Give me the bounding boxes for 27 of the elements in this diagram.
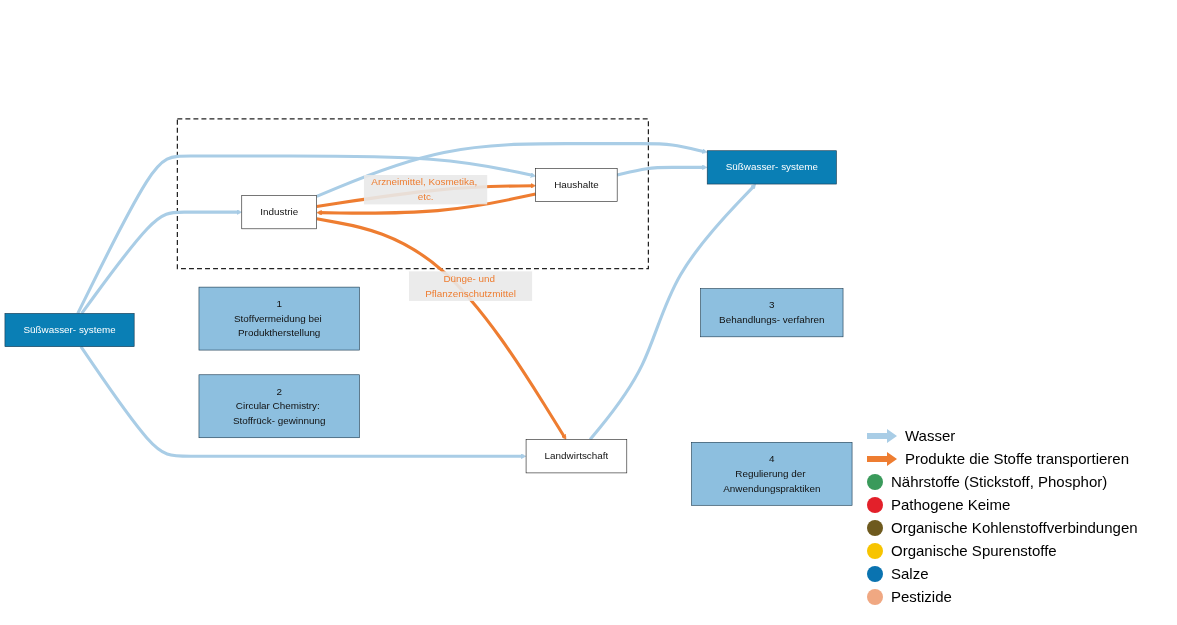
legend-label: Organische Kohlenstoffverbindungen <box>891 519 1138 536</box>
cluster <box>176 118 649 270</box>
legend-label: Organische Spurenstoffe <box>891 542 1057 559</box>
arrow <box>79 346 527 460</box>
node-box: 4 Regulierung der Anwendungspraktiken <box>691 442 853 506</box>
node-box: Süßwasser- systeme <box>706 150 837 185</box>
edge-label: Dünge- und Pflanzenschutzmittel <box>425 273 516 299</box>
legend-label: Pestizide <box>891 588 952 605</box>
node-box: Industrie <box>241 195 317 230</box>
node-box: 2 Circular Chemistry: Stoffrück- gewinnung <box>198 374 360 439</box>
arrow <box>316 192 536 216</box>
arrow <box>316 142 708 199</box>
arrow <box>588 184 757 441</box>
arrow <box>80 209 242 315</box>
node-box: Landwirtschaft <box>525 439 628 474</box>
edge-label: Arzneimittel, Kosmetika, etc. <box>371 177 478 203</box>
legend-label: Wasser <box>905 427 956 444</box>
node-box: 3 Behandlungs- verfahren <box>700 288 844 338</box>
arrow <box>316 217 567 441</box>
node-box: 1 Stoffvermeidung bei Produktherstellung <box>198 287 360 351</box>
legend-label: Salze <box>891 565 929 582</box>
legend-label: Produkte die Stoffe transportieren <box>905 450 1130 467</box>
legend-label: Pathogene Keime <box>891 496 1011 513</box>
node-box: Süßwasser- systeme <box>4 313 135 348</box>
node-box: Haushalte <box>535 168 618 203</box>
arrow <box>616 165 708 177</box>
legend-label: Nährstoffe (Stickstoff, Phosphor) <box>891 473 1108 490</box>
